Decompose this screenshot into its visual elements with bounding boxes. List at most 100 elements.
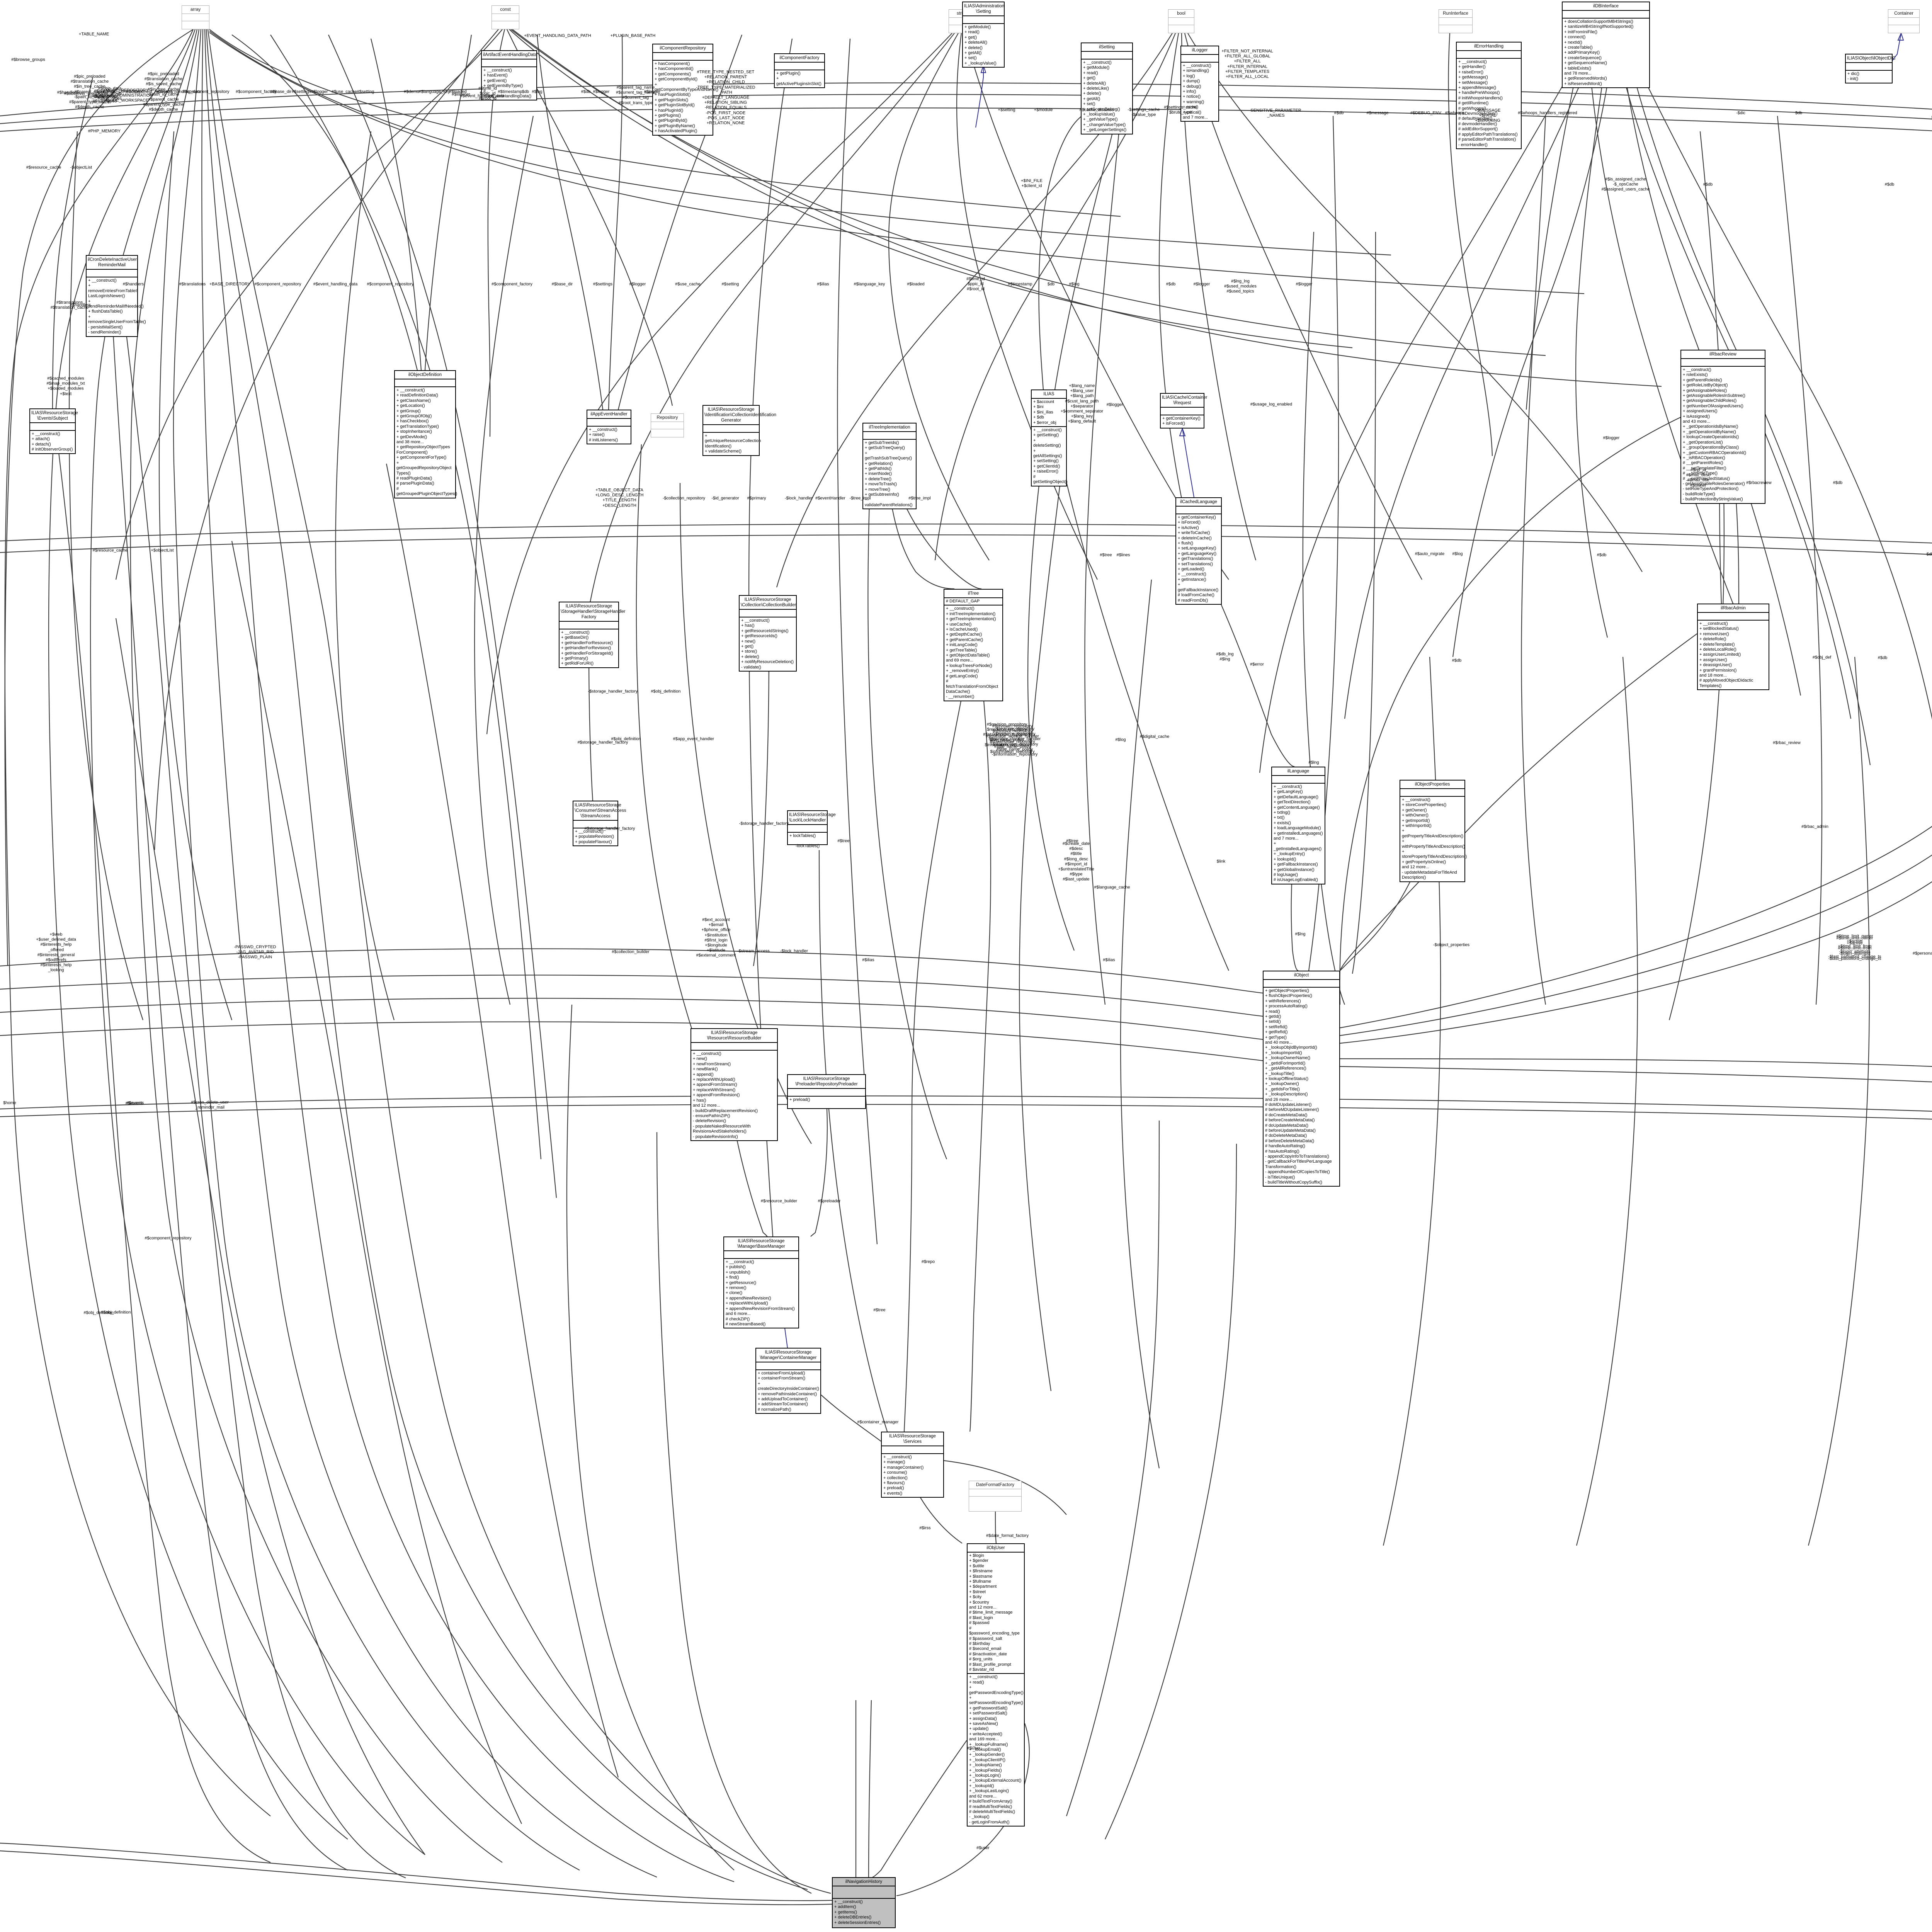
class-title: ILIAS\ResourceStorage \Events\Subject <box>30 409 78 423</box>
class-title: ilCronDeleteInactiveUser ReminderMail <box>87 256 137 270</box>
class-operations: + hasComponent() + hasComponentId() + ge… <box>655 61 719 134</box>
class-node-array[interactable]: array <box>182 5 209 29</box>
class-node-ilLanguage[interactable]: ilLanguage+ __construct() + getLangKey()… <box>1271 767 1325 884</box>
class-node-ilRbacReview[interactable]: ilRbacReview+ __construct() + roleExists… <box>1680 350 1765 504</box>
edge-label: #$observer_groups <box>64 91 101 96</box>
edge-label: #$event_handling_data <box>156 89 201 94</box>
edge-label: #$rbac_review <box>1773 740 1801 745</box>
class-node-streamAccess[interactable]: ILIAS\ResourceStorage \Consumer\StreamAc… <box>573 801 626 847</box>
edge-label: +BASE_DIRECTORY <box>209 282 251 287</box>
class-node-rsEventsSubject[interactable]: ILIAS\ResourceStorage \Events\Subject+ _… <box>29 408 78 454</box>
class-node-ilLogger[interactable]: ilLogger+ __construct() + isHandling() +… <box>1180 46 1219 122</box>
edge-label: #$ilias <box>862 957 874 963</box>
class-node-ilComponentFact[interactable]: ilComponentFactory+ getPlugin() + getAct… <box>774 53 825 88</box>
edge-label: #$cached_modules #$map_modules_txt +$loa… <box>46 376 85 396</box>
class-node-rsServices[interactable]: ILIAS\ResourceStorage \Services+ __const… <box>881 1432 944 1498</box>
class-node-const[interactable]: const <box>492 5 519 29</box>
class-node-adminSetting[interactable]: ILIAS\Administration \Setting+ getModule… <box>962 2 1005 68</box>
class-operations: + __construct() + addItem() + getItems()… <box>834 1900 881 1925</box>
edge-label: #$user <box>976 1845 990 1850</box>
class-node-bool[interactable]: bool <box>1168 9 1194 33</box>
class-node-ilObject[interactable]: ilObject+ getObjectProperties() + flushO… <box>1263 971 1340 1187</box>
class-node-ilComponentRepo[interactable]: ilComponentRepository+ hasComponent() + … <box>652 44 719 136</box>
class-node-baseManager[interactable]: ILIAS\ResourceStorage \Manager\BaseManag… <box>723 1236 799 1329</box>
class-operations: + getContainerKey() + isForced() + isAct… <box>1178 515 1219 603</box>
edge-label: #$collection_builder <box>612 949 650 954</box>
edge-label: #$time_limit_owner +$active #$time_limit… <box>1828 936 1881 961</box>
class-node-ilSetting[interactable]: ilSetting+ __construct() + getModule() +… <box>1081 43 1133 134</box>
class-node-ilTreeImpl[interactable]: ilTreeImplementation+ getSubTreeIds() + … <box>862 423 917 510</box>
edge-label: #$language_key <box>854 282 885 287</box>
class-operations <box>1168 25 1194 33</box>
class-title: ilLogger <box>1181 46 1218 55</box>
class-node-lockHandler[interactable]: ILIAS\ResourceStorage \Lock\LockHandler+… <box>787 810 836 845</box>
class-operations: + __construct() + setBlockedStatus() + r… <box>1699 621 1753 688</box>
class-node-ilErrorHandling[interactable]: ilErrorHandling+ __construct() + getHand… <box>1456 42 1522 149</box>
class-node-collIdGen[interactable]: ILIAS\ResourceStorage \Identification\Co… <box>702 405 776 456</box>
class-operations <box>1439 25 1472 33</box>
class-node-ILIAS[interactable]: ILIAS+ $account + $ini + $ini_ilias + $d… <box>1031 389 1068 486</box>
edge-label: #$component_factory <box>492 282 532 287</box>
class-node-ilNavHistory[interactable]: ilNavigationHistory+ __construct() + add… <box>832 1877 896 1928</box>
class-attributes: # DEFAULT_GAP <box>944 598 1002 606</box>
edge-label: #$translations <box>179 282 206 287</box>
class-node-ilObjUser[interactable]: ilObjUser+ $login + $gender + $utitle + … <box>967 1543 1025 1827</box>
class-node-ilAppEventH[interactable]: ilAppEventHandler+ __construct() + raise… <box>587 410 631 445</box>
class-node-ilObjectDef[interactable]: ilObjectDefinition+ __construct() + read… <box>394 370 457 498</box>
edge-label: #$usage_log_enabled <box>1250 402 1293 407</box>
class-title: ILIAS\ResourceStorage \Preloader\Reposit… <box>788 1075 865 1089</box>
class-node-ilArtifactEvent[interactable]: ilArtifactEventHandlingData+ __construct… <box>481 50 537 101</box>
class-node-ilObjectDIC[interactable]: ILIAS\Object\ilObjectDIC+ dic() - init() <box>1845 54 1896 83</box>
class-node-ilDBInterface[interactable]: ilDBInterface+ doesCollationSupportMB4St… <box>1562 2 1650 88</box>
class-operations: + __construct() + readDefinitionData() +… <box>396 388 457 497</box>
class-title: ILIAS\Object\ilObjectDIC <box>1846 54 1896 63</box>
edge-label: #$base_dir <box>551 282 573 287</box>
edge-label: #$preloader <box>818 1199 841 1204</box>
class-node-collBuilder[interactable]: ILIAS\ResourceStorage \Collection\Collec… <box>739 595 797 672</box>
class-node-shFactory[interactable]: ILIAS\ResourceStorage \StorageHandler\St… <box>559 602 626 668</box>
class-attributes <box>863 432 916 440</box>
class-node-ilTree[interactable]: ilTree# DEFAULT_GAP+ __construct() + ini… <box>944 589 1003 701</box>
class-node-resourceBuilder[interactable]: ILIAS\ResourceStorage \Resource\Resource… <box>690 1028 778 1141</box>
edge-label: +$module <box>1034 107 1053 112</box>
edge-label: #$demo <box>404 89 419 94</box>
class-title: ILIAS\ResourceStorage \Consumer\StreamAc… <box>573 801 626 821</box>
class-operations: + __construct() + populateRevision() + p… <box>575 829 614 844</box>
class-node-ilObjectProps[interactable]: ilObjectProperties+ __construct() + stor… <box>1400 780 1467 882</box>
edge-label: #$log <box>1069 282 1080 287</box>
edge-label: #$component_repository <box>126 89 173 94</box>
class-attributes <box>969 1489 1021 1497</box>
class-attributes <box>724 1251 798 1259</box>
edge-label: -PASSWD_CRYPTED -JAG_AVATAR_RID -PASSWD_… <box>234 945 276 960</box>
class-node-repoPreloader[interactable]: ILIAS\ResourceStorage \Preloader\Reposit… <box>787 1074 866 1109</box>
class-title: ilAppEventHandler <box>587 410 631 419</box>
class-node-RunInterface[interactable]: RunInterface <box>1439 9 1473 33</box>
class-title: const <box>492 6 519 14</box>
class-node-cacheRequest[interactable]: ILIAS\Cache\Container \Request+ getConta… <box>1160 393 1208 429</box>
class-node-ilCachedLang[interactable]: ilCachedLanguage+ getContainerKey() + is… <box>1175 497 1222 605</box>
class-node-dateFormatFac[interactable]: DateFormatFactory <box>969 1481 1022 1512</box>
edge-label: #$log <box>1115 737 1126 742</box>
edge-label: #$is_assigned_cache -$_opsCache #$assign… <box>1601 177 1650 192</box>
class-operations: + getModule() + read() + get() + deleteA… <box>964 25 997 66</box>
edge-label: #$rbac_admin <box>1801 824 1828 829</box>
edge-label: -$lock_handler <box>784 496 813 501</box>
class-attributes <box>1439 18 1472 26</box>
class-operations <box>1888 25 1919 33</box>
class-operations <box>969 1497 1021 1511</box>
edge-label: #$base_dir <box>270 89 292 94</box>
class-node-containerMgr[interactable]: ILIAS\ResourceStorage \Manager\Container… <box>755 1348 821 1414</box>
class-node-ilCronDelete[interactable]: ilCronDeleteInactiveUser ReminderMail+ _… <box>86 255 146 337</box>
edge-label: +FILTER_NOT_INTERNAL +FILTER_ALL_GLOBAL … <box>1221 49 1273 79</box>
class-node-Repository[interactable]: Repository <box>651 413 684 437</box>
class-node-ilRbacAdmin[interactable]: ilRbacAdmin+ __construct() + setBlockedS… <box>1697 604 1769 690</box>
class-attributes <box>651 422 684 430</box>
edge-label: -$id_generator <box>711 496 739 501</box>
class-attributes <box>703 425 759 433</box>
class-node-Container[interactable]: Container <box>1888 9 1920 33</box>
edge-label: +TABLE_NAME <box>78 32 109 37</box>
edge-label: #$handlers <box>57 90 78 95</box>
class-attributes <box>482 60 536 68</box>
edge-label: $db <box>1795 111 1803 116</box>
